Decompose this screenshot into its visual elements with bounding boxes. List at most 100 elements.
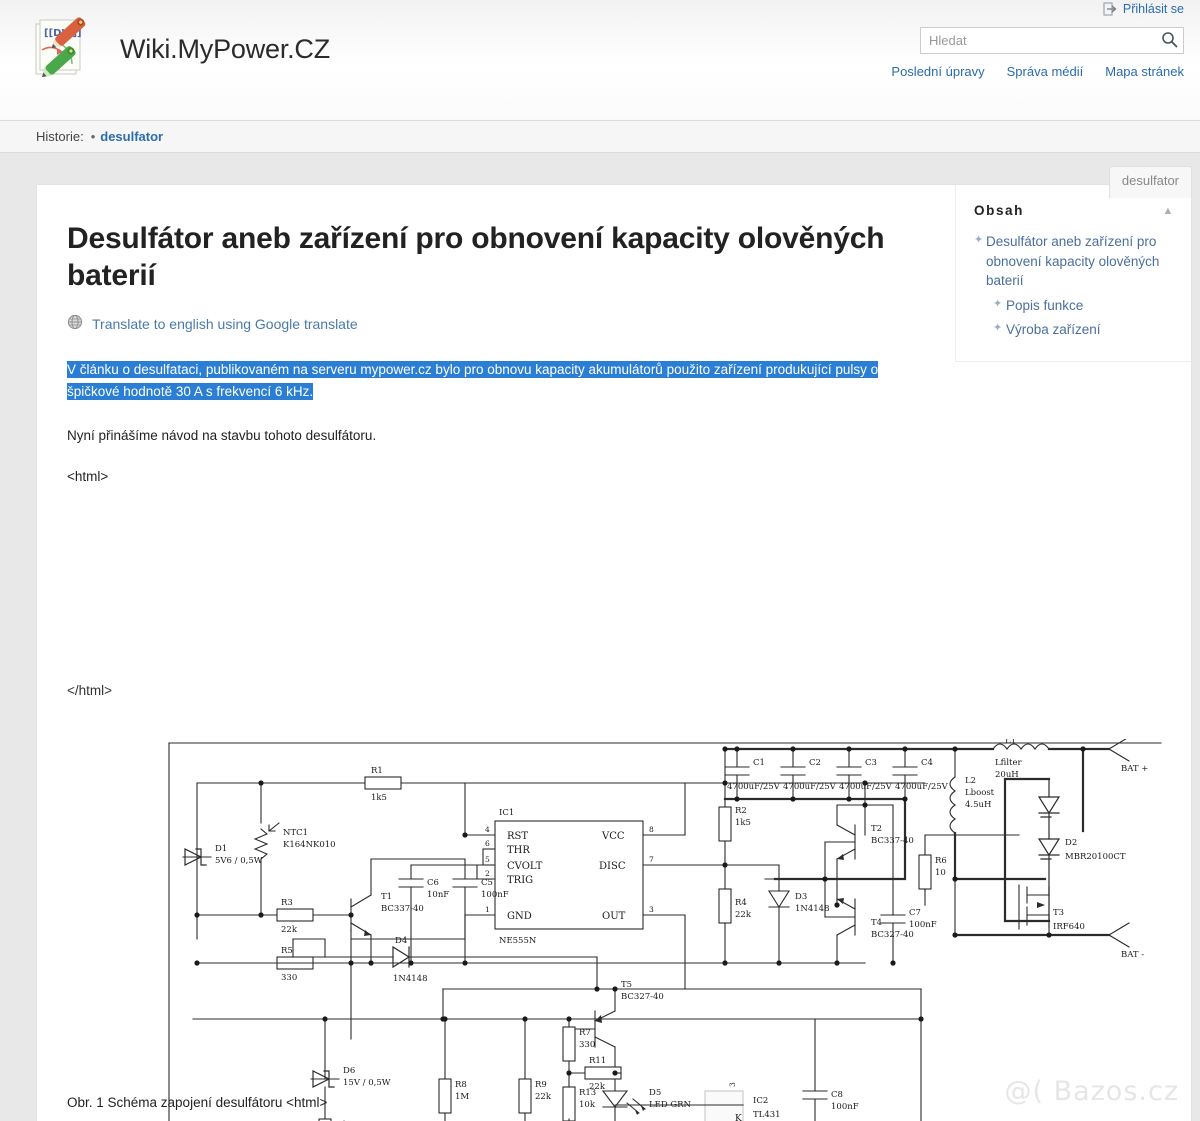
label-R9-value: 22k <box>535 1092 552 1102</box>
paragraph-intro-selected: V článku o desulfataci, publikovaném na … <box>67 359 897 403</box>
nav-item-media-manager[interactable]: Správa médií <box>1006 64 1084 79</box>
translate-link[interactable]: Translate to english using Google transl… <box>92 315 358 332</box>
label-D1-value: 5V6 / 0,5W <box>215 856 263 866</box>
label-R8-value: 1M <box>455 1092 469 1102</box>
label-D2-value: MBR20100CT <box>1065 852 1126 862</box>
page-container: Obsah ▲ ✦ Desulfátor aneb zařízení pro o… <box>36 184 1192 1121</box>
logo-block[interactable]: [[DW]] <box>28 12 330 86</box>
label-L1-ref: L1 <box>1005 739 1016 746</box>
label-T5-value: BC327-40 <box>621 992 664 1002</box>
label-T4-value: BC327-40 <box>871 930 914 940</box>
ic1-pinnum-3: 3 <box>649 905 654 914</box>
label-C6-ref: C6 <box>427 878 439 888</box>
breadcrumb-label: Historie: <box>36 129 84 144</box>
toc-header: Obsah ▲ <box>974 203 1175 218</box>
nav-item-sitemap[interactable]: Mapa stránek <box>1105 64 1184 79</box>
label-R2-ref: R2 <box>735 806 747 816</box>
dokuwiki-logo-icon[interactable]: [[DW]] <box>28 12 102 86</box>
ic1-pin-VCC: VCC <box>601 831 625 842</box>
label-C3-value: 4700uF/25V <box>839 782 893 792</box>
nav-item-recent-changes[interactable]: Poslední úpravy <box>891 64 985 79</box>
label-C3-ref: C3 <box>865 758 877 768</box>
ic1-pin-GND: GND <box>507 911 532 922</box>
label-IC2-value: TL431 <box>753 1110 781 1120</box>
label-R3-value: 22k <box>281 925 298 935</box>
search-box[interactable] <box>920 27 1184 54</box>
ic1-pinnum-4: 4 <box>485 825 490 834</box>
html-close-tag: </html> <box>67 683 113 698</box>
article-body: Desulfátor aneb zařízení pro obnovení ka… <box>37 185 937 484</box>
chevron-up-icon[interactable]: ▲ <box>1162 204 1175 217</box>
label-C1-ref: C1 <box>753 758 765 768</box>
breadcrumb: Historie: • desulfator <box>0 120 1200 153</box>
ic2-pinnum-3: 3 <box>728 1082 737 1087</box>
label-R5-ref: R5 <box>281 946 293 956</box>
label-R2-value: 1k5 <box>735 818 751 828</box>
label-L1-value-b: 20uH <box>995 770 1019 780</box>
label-D3-value: 1N4148 <box>795 904 829 914</box>
page-tab-desulfator[interactable]: desulfator <box>1108 166 1192 198</box>
search-button[interactable] <box>1155 28 1183 53</box>
bullet-icon: ✦ <box>974 234 984 246</box>
label-R3-ref: R3 <box>281 898 293 908</box>
toc-list: ✦ Desulfátor aneb zařízení pro obnovení … <box>974 232 1175 340</box>
label-BAT-plus: BAT + <box>1121 764 1148 774</box>
label-T4-ref: T4 <box>871 918 882 928</box>
label-C8-ref: C8 <box>831 1090 843 1100</box>
toc-link-popis-funkce[interactable]: Popis funkce <box>1006 297 1084 313</box>
toc-item-main[interactable]: ✦ Desulfátor aneb zařízení pro obnovení … <box>974 232 1175 291</box>
label-R8-ref: R8 <box>455 1080 467 1090</box>
label-R7-value: 330 <box>579 1040 595 1050</box>
label-T1-value: BC337-40 <box>381 904 424 914</box>
label-D3-ref: D3 <box>795 892 807 902</box>
label-L1-value-a: Lfilter <box>995 758 1022 768</box>
ic1-pinnum-5: 5 <box>485 855 490 864</box>
toc-item-vyroba-zarizeni[interactable]: ✦ Výroba zařízení <box>974 320 1175 340</box>
site-header: [[DW]] <box>0 0 1200 120</box>
ic1-pin-OUT: OUT <box>602 911 626 922</box>
toc-heading: Obsah <box>974 203 1025 218</box>
label-C1-value: 4700uF/25V <box>727 782 781 792</box>
toc-item-popis-funkce[interactable]: ✦ Popis funkce <box>974 296 1175 316</box>
breadcrumb-separator: • <box>90 129 96 144</box>
label-T3-ref: T3 <box>1053 908 1064 918</box>
toc-link-vyroba-zarizeni[interactable]: Výroba zařízení <box>1006 322 1101 338</box>
label-R13-value: 10k <box>579 1100 596 1110</box>
page-title: Desulfátor aneb zařízení pro obnovení ka… <box>67 222 885 292</box>
label-IC2-ref: IC2 <box>753 1096 768 1106</box>
ic1-pinnum-1: 1 <box>485 905 490 914</box>
login-row[interactable]: Přihlásit se <box>1103 2 1184 16</box>
breadcrumb-item-desulfator[interactable]: desulfator <box>100 129 164 144</box>
label-R4-value: 22k <box>735 910 752 920</box>
bullet-icon: ✦ <box>993 297 1003 310</box>
top-navigation[interactable]: Poslední úpravy Správa médií Mapa stráne… <box>891 64 1184 79</box>
toc-link-main[interactable]: Desulfátor aneb zařízení pro obnovení ka… <box>986 234 1160 289</box>
label-L2-value-b: 4.5uH <box>965 800 991 810</box>
label-D4-value: 1N4148 <box>393 974 427 984</box>
label-R13-ref: R13 <box>579 1088 596 1098</box>
ic1-pin-CVOLT: CVOLT <box>507 861 543 872</box>
html-open-tag: <html> <box>67 468 109 484</box>
label-C5-value: 100nF <box>481 890 509 900</box>
ic1-pin-THR: THR <box>507 845 530 856</box>
label-T2-value: BC337-40 <box>871 836 914 846</box>
label-C5-ref: C5 <box>481 878 493 888</box>
label-R4-ref: R4 <box>735 898 747 908</box>
figure-caption: Obr. 1 Schéma zapojení desulfátoru <html… <box>67 1095 328 1110</box>
label-D4-ref: D4 <box>395 936 407 946</box>
label-R1-value: 1k5 <box>371 793 387 803</box>
label-D6-ref: D6 <box>343 1066 355 1076</box>
label-NTC1-ref: NTC1 <box>283 828 308 838</box>
ic1-pin-RST: RST <box>507 831 528 842</box>
label-R7-ref: R7 <box>579 1028 591 1038</box>
translate-row[interactable]: Translate to english using Google transl… <box>67 314 897 333</box>
globe-icon <box>67 314 83 333</box>
login-icon <box>1103 2 1117 16</box>
label-T3-value: IRF640 <box>1053 922 1085 932</box>
label-C2-value: 4700uF/25V <box>783 782 837 792</box>
ic2-pin-K: K <box>735 1114 742 1121</box>
login-link[interactable]: Přihlásit se <box>1122 2 1184 16</box>
search-input[interactable] <box>921 28 1155 53</box>
label-D6-value: 15V / 0,5W <box>343 1078 391 1088</box>
search-icon <box>1161 31 1178 51</box>
